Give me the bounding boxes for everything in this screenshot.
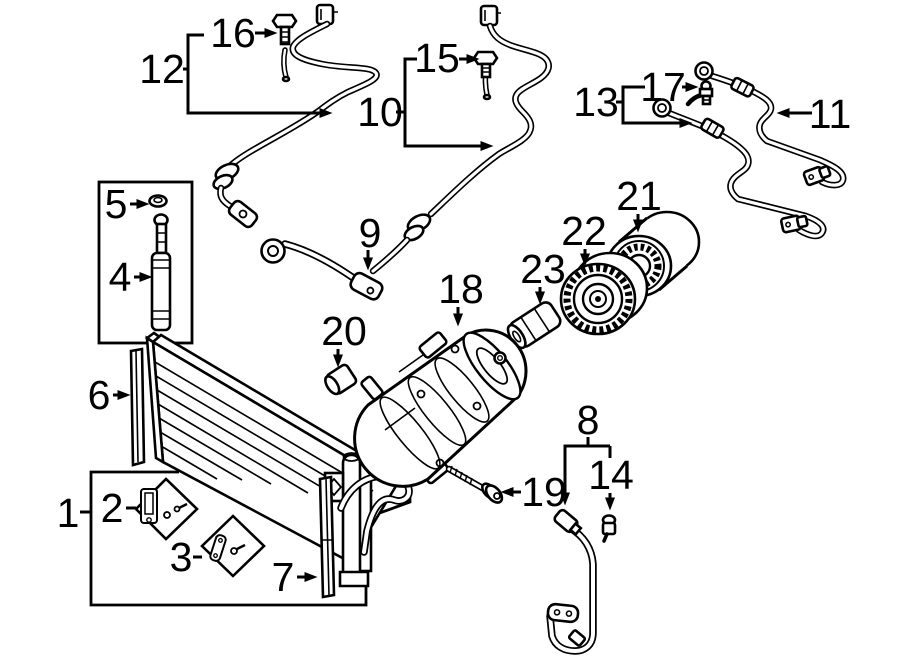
callout-3[interactable]: 3 — [170, 534, 202, 580]
callout-4-label[interactable]: 4 — [109, 254, 132, 300]
compressor-drawing — [353, 328, 528, 488]
callout-11-label[interactable]: 11 — [809, 91, 852, 137]
callout-2-label[interactable]: 2 — [101, 485, 124, 531]
drier-cartridge-drawing — [150, 213, 172, 332]
drier-group-box — [97, 180, 194, 345]
callout-1[interactable]: 1 — [57, 490, 91, 536]
callout-15[interactable]: 15 — [403, 35, 494, 151]
callout-14[interactable]: 14 — [588, 452, 634, 511]
callout-23[interactable]: 23 — [520, 246, 566, 305]
valve-17-drawing — [698, 80, 714, 106]
callout-13-label[interactable]: 13 — [573, 79, 619, 125]
pipe-11-drawing — [694, 61, 847, 189]
callout-19[interactable]: 19 — [500, 469, 567, 515]
callout-12-label[interactable]: 12 — [139, 46, 185, 92]
bolt-19-drawing — [445, 465, 504, 504]
callout-9-label[interactable]: 9 — [359, 210, 382, 256]
callout-7[interactable]: 7 — [272, 554, 318, 600]
callout-11[interactable]: 11 — [776, 91, 852, 137]
mount-kit-2-drawing — [134, 477, 199, 541]
callout-8[interactable]: 8 — [560, 397, 612, 506]
callout-22[interactable]: 22 — [561, 208, 607, 267]
bolt-16-drawing — [271, 13, 298, 46]
bolt-15-drawing — [472, 50, 499, 79]
callout-10-label[interactable]: 10 — [357, 89, 403, 135]
callout-4[interactable]: 4 — [109, 254, 153, 300]
hose-13-clip — [779, 214, 809, 234]
callout-5[interactable]: 5 — [105, 181, 150, 227]
callout-14-label[interactable]: 14 — [588, 452, 634, 498]
callouts-layer: 1 2 3 4 5 6 7 8 14 9 10 1 — [57, 10, 852, 600]
callout-9[interactable]: 9 — [359, 210, 382, 271]
sensor-14-drawing — [601, 514, 617, 543]
callout-7-label[interactable]: 7 — [272, 554, 295, 600]
callout-5-label[interactable]: 5 — [105, 181, 128, 227]
callout-23-label[interactable]: 23 — [520, 246, 566, 292]
callout-8-label[interactable]: 8 — [577, 397, 600, 443]
pipe-12-drawing — [212, 3, 380, 229]
callout-3-label[interactable]: 3 — [170, 534, 193, 580]
seal-strip-right-drawing — [318, 475, 336, 599]
condenser-group-box — [89, 470, 412, 607]
callout-16[interactable]: 16 — [210, 10, 278, 56]
seal-cap-20-drawing — [324, 363, 358, 396]
callout-6-label[interactable]: 6 — [88, 372, 111, 418]
condenser-receiver-assembly — [323, 451, 413, 588]
grommet-drawing — [148, 194, 168, 208]
seal-strip-left-drawing — [129, 347, 146, 467]
clutch-pulley-drawing — [559, 251, 649, 336]
callout-17[interactable]: 17 — [640, 64, 699, 110]
callout-21[interactable]: 21 — [616, 173, 662, 233]
callout-20[interactable]: 20 — [321, 308, 367, 368]
callout-16-label[interactable]: 16 — [210, 10, 256, 56]
callout-18-label[interactable]: 18 — [438, 266, 484, 312]
callout-22-label[interactable]: 22 — [561, 208, 607, 254]
callout-15-label[interactable]: 15 — [414, 35, 460, 81]
hose-13-drawing — [652, 92, 827, 240]
callout-1-label[interactable]: 1 — [57, 490, 80, 536]
callout-21-label[interactable]: 21 — [616, 173, 662, 219]
callout-12[interactable]: 12 — [139, 33, 333, 118]
clutch-shaft-drawing — [506, 301, 562, 350]
callout-18[interactable]: 18 — [438, 266, 484, 327]
callout-20-label[interactable]: 20 — [321, 308, 367, 354]
hose-8-drawing — [546, 508, 597, 655]
hose-9-drawing — [260, 238, 384, 301]
callout-17-label[interactable]: 17 — [640, 64, 686, 110]
callout-19-label[interactable]: 19 — [521, 469, 567, 515]
callout-10[interactable]: 10 — [357, 89, 405, 135]
pipe-10-drawing — [369, 4, 552, 275]
callout-13[interactable]: 13 — [573, 79, 693, 128]
mount-kit-3-drawing — [200, 514, 266, 578]
pipe-11-clip — [802, 165, 832, 187]
callout-6[interactable]: 6 — [88, 372, 131, 418]
callout-2[interactable]: 2 — [101, 485, 136, 531]
